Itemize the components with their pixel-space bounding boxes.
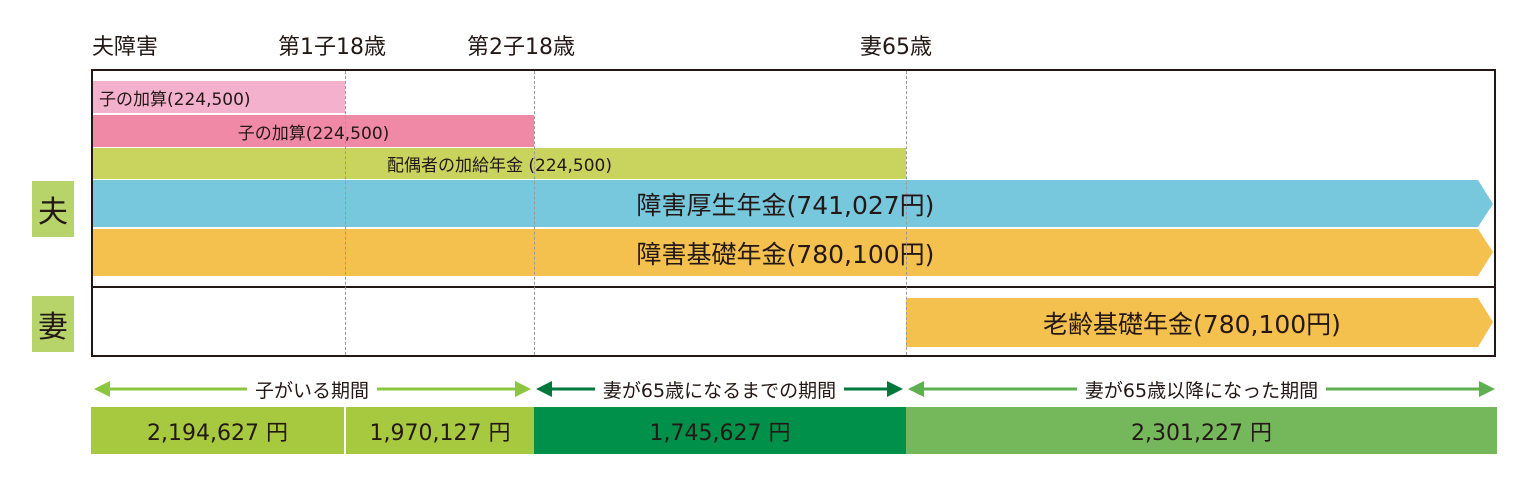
period-after-wife-65: 妻が65歳以降になった期間	[908, 375, 1495, 403]
row-label-husband: 夫	[32, 181, 74, 237]
annual-total-3: 1,745,627 円	[534, 407, 906, 454]
guide-line-first-child-18	[345, 71, 346, 355]
husband-wife-divider	[91, 286, 1496, 288]
period-label-after-wife-65: 妻が65歳以降になった期間	[1076, 375, 1327, 403]
timeline-label-husband-disability: 夫障害	[92, 35, 159, 60]
child-addition-bar-2: 子の加算(224,500)	[93, 115, 534, 147]
annual-total-value-2: 1,970,127 円	[369, 420, 511, 446]
disability-basic-pension-arrow	[93, 229, 1493, 276]
annual-total-2: 1,970,127 円	[346, 407, 534, 454]
timeline-label-first-child-18: 第1子18歳	[278, 35, 386, 60]
old-age-basic-pension-bar: 老齢基礎年金(780,100円)	[906, 298, 1478, 347]
timeline-frame	[91, 69, 1496, 357]
annual-total-1: 2,194,627 円	[91, 407, 344, 454]
period-label-until-wife-65: 妻が65歳になるまでの期間	[594, 375, 845, 403]
annual-total-value-3: 1,745,627 円	[649, 420, 791, 446]
timeline-label-wife-65: 妻65歳	[860, 35, 932, 60]
disability-basic-pension-bar: 障害基礎年金(780,100円)	[93, 229, 1478, 276]
arrowhead-left-icon	[536, 381, 552, 397]
annual-total-value-4: 2,301,227 円	[1131, 420, 1272, 446]
spouse-addition-label: 配偶者の加給年金 (224,500)	[387, 156, 612, 176]
disability-basic-pension-label: 障害基礎年金(780,100円)	[636, 239, 935, 269]
disability-employees-pension-label: 障害厚生年金(741,027円)	[636, 190, 935, 220]
old-age-basic-pension-arrow	[906, 298, 1493, 347]
arrowhead-right-icon	[1479, 381, 1495, 397]
row-label-wife: 妻	[32, 296, 74, 352]
annual-total-4: 2,301,227 円	[906, 407, 1497, 454]
child-addition-bar-1: 子の加算(224,500)	[93, 81, 345, 113]
arrowhead-left-icon	[908, 381, 924, 397]
period-with-children: 子がいる期間	[93, 375, 531, 403]
old-age-basic-pension-label: 老齢基礎年金(780,100円)	[1043, 309, 1341, 339]
child-addition-label-1: 子の加算(224,500)	[99, 89, 251, 110]
arrowhead-right-icon	[887, 381, 903, 397]
period-label-with-children: 子がいる期間	[246, 375, 377, 403]
timeline-label-second-child-18: 第2子18歳	[467, 35, 575, 60]
disability-employees-pension-arrow	[93, 180, 1493, 227]
spouse-addition-bar: 配偶者の加給年金 (224,500)	[93, 148, 906, 179]
disability-employees-pension-bar: 障害厚生年金(741,027円)	[93, 180, 1478, 227]
arrowhead-left-icon	[94, 381, 110, 397]
child-addition-label-2: 子の加算(224,500)	[237, 123, 390, 144]
guide-line-second-child-18	[534, 71, 535, 355]
guide-line-wife-65	[906, 71, 907, 355]
arrowhead-right-icon	[515, 381, 531, 397]
period-until-wife-65: 妻が65歳になるまでの期間	[536, 375, 903, 403]
annual-total-value-1: 2,194,627 円	[147, 420, 288, 446]
